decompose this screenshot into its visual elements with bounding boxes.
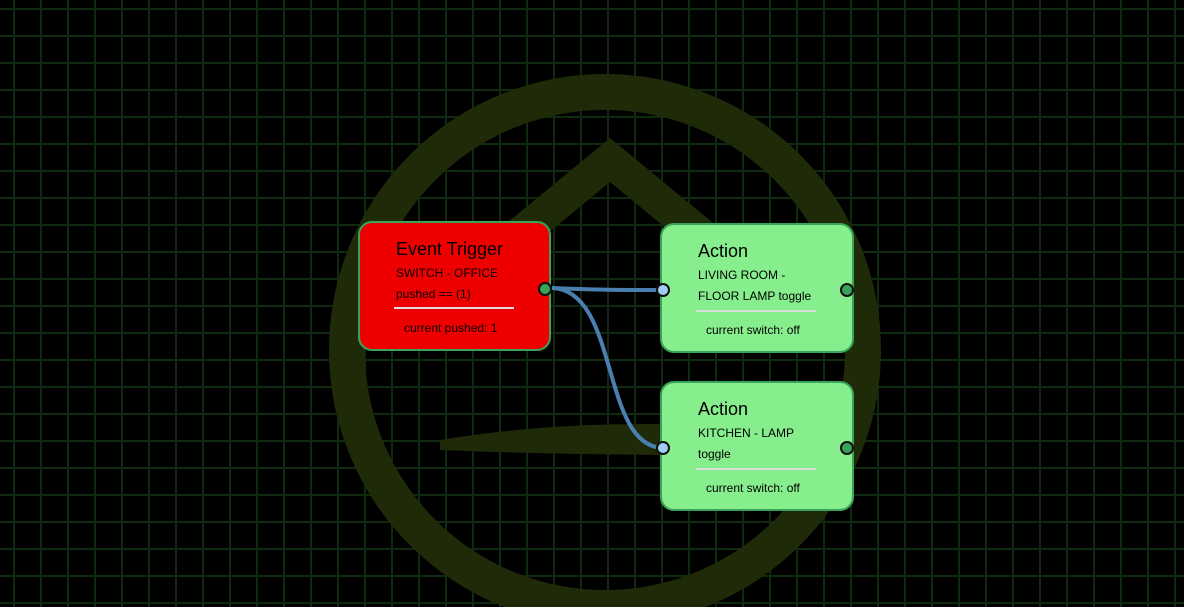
node-line: KITCHEN - LAMP: [698, 426, 795, 440]
divider: [696, 468, 816, 470]
node-title: Event Trigger: [396, 239, 504, 259]
input-port[interactable]: [656, 441, 670, 455]
divider: [394, 307, 514, 309]
node-status: current pushed: 1: [404, 321, 498, 335]
node-line: toggle: [698, 447, 731, 461]
input-port[interactable]: [656, 283, 670, 297]
node-line: SWITCH - OFFICE: [396, 266, 498, 280]
node-line: LIVING ROOM -: [698, 268, 786, 282]
action-node-kitchen[interactable]: Action KITCHEN - LAMP toggle current swi…: [656, 381, 854, 511]
node-title: Action: [698, 399, 749, 419]
wire-2: [551, 286, 665, 450]
node-status: current switch: off: [706, 323, 800, 337]
output-port[interactable]: [538, 282, 552, 296]
wire-1: [551, 286, 665, 292]
node-line: pushed == (1): [396, 287, 471, 301]
node-title: Action: [698, 241, 749, 261]
node-line: FLOOR LAMP toggle: [698, 289, 812, 303]
output-port[interactable]: [840, 441, 854, 455]
action-node-living-room[interactable]: Action LIVING ROOM - FLOOR LAMP toggle c…: [656, 223, 854, 353]
event-trigger-node[interactable]: Event Trigger SWITCH - OFFICE pushed == …: [358, 221, 552, 351]
divider: [696, 310, 816, 312]
output-port[interactable]: [840, 283, 854, 297]
node-status: current switch: off: [706, 481, 800, 495]
